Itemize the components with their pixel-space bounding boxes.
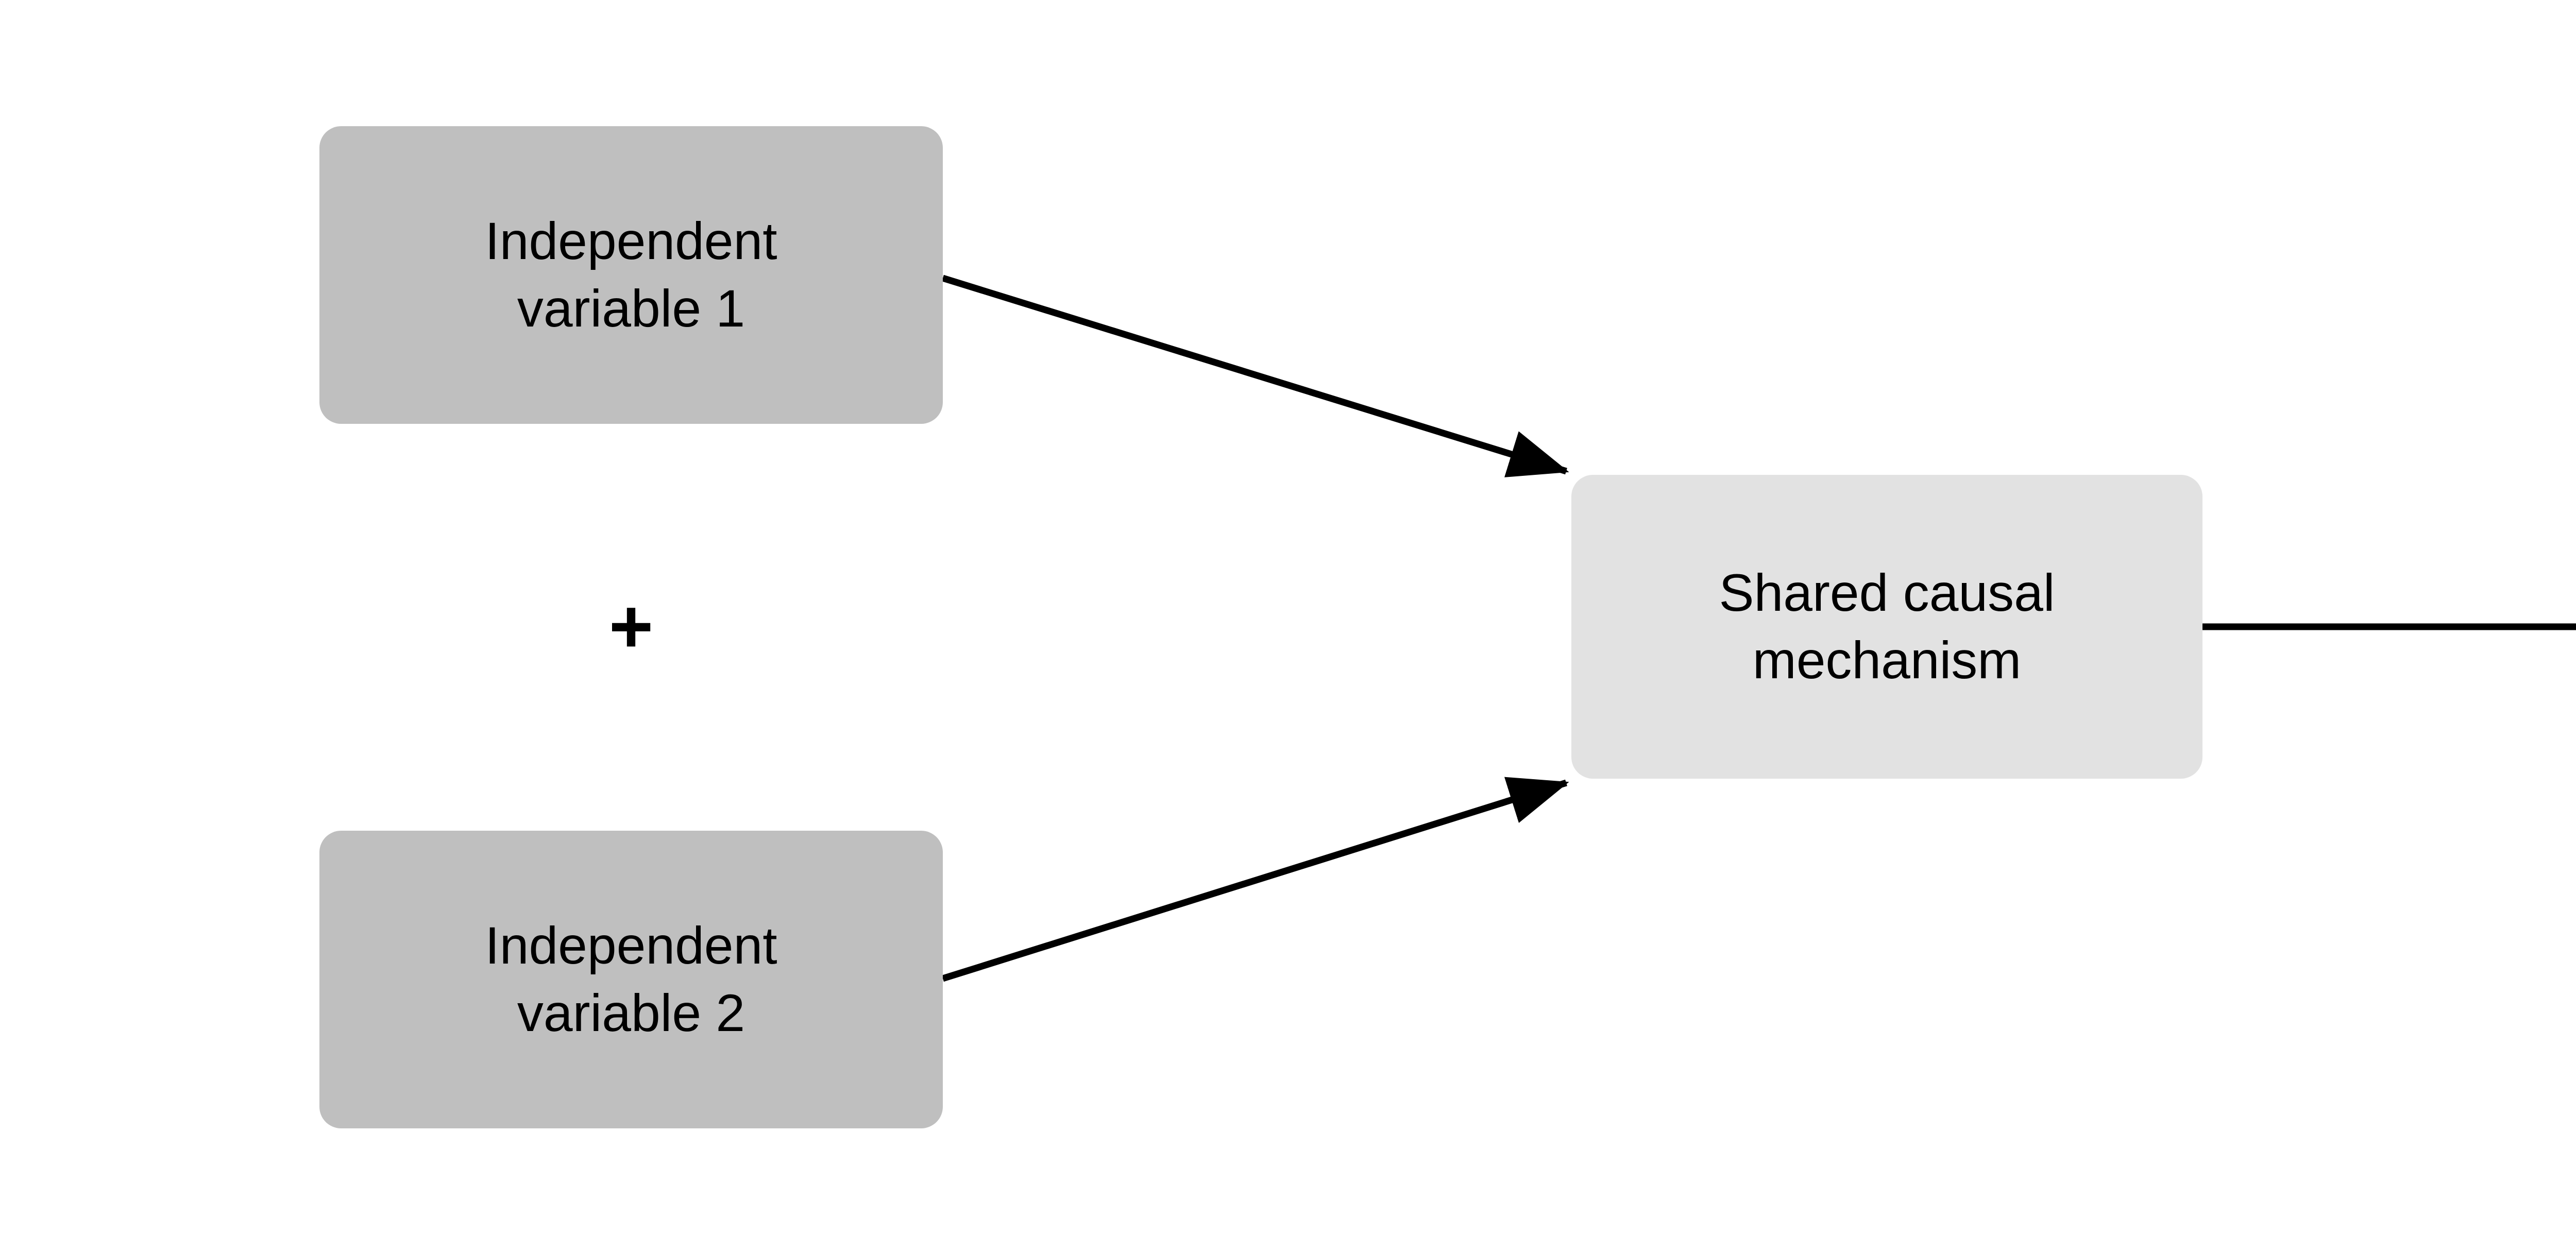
node-label-line: Independent xyxy=(485,212,777,271)
node-independent-variable-2: Independent variable 2 xyxy=(319,831,943,1128)
plus-operator: + xyxy=(608,584,654,669)
edge-iv2-to-mechanism xyxy=(942,777,1569,982)
node-label-line: Independent xyxy=(485,916,777,975)
node-label-line: variable 1 xyxy=(517,279,745,338)
node-independent-variable-1: Independent variable 1 xyxy=(319,126,943,424)
node-label-line: mechanism xyxy=(1752,631,2022,690)
node-label-line: Shared causal xyxy=(1719,563,2055,623)
edge-iv1-to-mechanism xyxy=(942,274,1569,477)
node-label-line: variable 2 xyxy=(517,984,745,1042)
node-shared-causal-mechanism: Shared causal mechanism xyxy=(1571,475,2202,779)
